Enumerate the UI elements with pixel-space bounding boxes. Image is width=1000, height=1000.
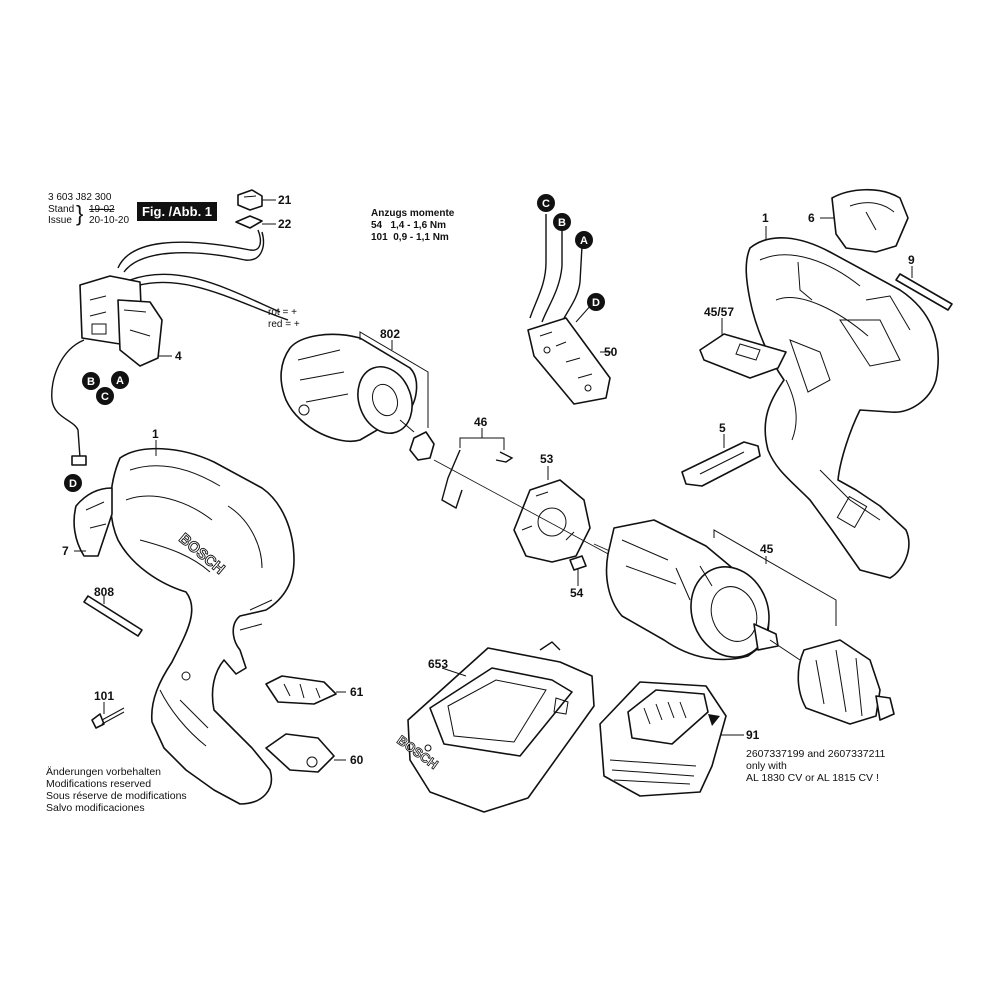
part-4-switch: [51, 275, 163, 466]
torque-row-54: 54 1,4 - 1,6 Nm: [371, 220, 447, 231]
label-6: 6: [808, 211, 815, 225]
battery-note-line2: only with: [746, 760, 787, 772]
part-1-housing-left: [109, 447, 295, 805]
label-53: 53: [540, 452, 554, 466]
torque-title: Anzugs momente: [371, 208, 455, 219]
connector-B-top: B: [553, 213, 571, 231]
torque-row-101: 101 0,9 - 1,1 Nm: [371, 232, 449, 243]
part-808-strip: [83, 595, 143, 637]
label-46: 46: [474, 415, 488, 429]
part-54-screw: [569, 555, 587, 582]
part-45-gearbox: [605, 519, 801, 661]
svg-text:C: C: [542, 198, 550, 210]
connector-B-left: B: [82, 372, 100, 390]
svg-text:A: A: [580, 235, 588, 247]
connector-A-top: A: [575, 231, 593, 249]
label-21: 21: [278, 193, 292, 207]
label-22: 22: [278, 217, 292, 231]
part-653-charger: [407, 641, 595, 813]
svg-text:D: D: [69, 478, 77, 490]
part-50-board: [527, 214, 611, 405]
chuck: [797, 639, 895, 725]
part-5-slide: [681, 441, 761, 487]
connector-D-top: D: [587, 293, 605, 311]
part-21-plug: [237, 189, 263, 211]
part-9-strip: [895, 273, 953, 311]
label-5: 5: [719, 421, 726, 435]
stand-label: Stand: [48, 204, 75, 215]
label-4: 4: [175, 349, 182, 363]
part-22-connector: [235, 215, 263, 229]
label-1-left: 1: [152, 427, 159, 441]
label-1-right: 1: [762, 211, 769, 225]
part-1-housing-right: [745, 237, 940, 579]
wire-note-red: red = +: [268, 319, 300, 330]
label-653: 653: [428, 657, 448, 671]
part-6-cap: [831, 188, 909, 253]
part-91-battery: [599, 681, 727, 797]
part-61-contact: [265, 675, 337, 705]
connector-A-left: A: [111, 371, 129, 389]
connector-C-top: C: [537, 194, 555, 212]
brace: }: [76, 201, 84, 226]
label-60: 60: [350, 753, 364, 767]
issue-label: Issue: [48, 215, 72, 226]
issue-value: 20-10-20: [89, 215, 130, 226]
part-46-clip: [441, 449, 514, 510]
label-54: 54: [570, 586, 584, 600]
label-101: 101: [94, 689, 114, 703]
battery-note-line1: 2607337199 and 2607337211: [746, 748, 886, 760]
modifications-notes: Änderungen vorbehalten Modifications res…: [46, 766, 187, 814]
part-60-contact: [265, 733, 335, 773]
figure-label: Fig. /Abb. 1: [137, 202, 217, 221]
svg-text:C: C: [101, 391, 109, 403]
label-808: 808: [94, 585, 114, 599]
label-7: 7: [62, 544, 69, 558]
note-fr: Sous réserve de modifications: [46, 790, 187, 802]
part-53-brush-plate: [513, 479, 591, 563]
battery-compatibility-note: 2607337199 and 2607337211 only with AL 1…: [746, 748, 885, 784]
note-de: Änderungen vorbehalten: [46, 766, 162, 778]
label-802: 802: [380, 327, 400, 341]
wire-note-rot: rot = +: [268, 307, 297, 318]
part-101-screw: [91, 707, 125, 729]
connector-C-left: C: [96, 387, 114, 405]
svg-text:A: A: [116, 375, 124, 387]
stand-value: 19-02: [89, 204, 115, 215]
svg-text:D: D: [592, 297, 600, 309]
svg-text:B: B: [558, 217, 566, 229]
connector-D-left: D: [64, 474, 82, 492]
label-9: 9: [908, 253, 915, 267]
part-802-motor: [280, 333, 435, 461]
label-45: 45: [760, 542, 774, 556]
note-en: Modifications reserved: [46, 778, 152, 790]
document-number: 3 603 J82 300: [48, 192, 112, 203]
label-61: 61: [350, 685, 364, 699]
battery-note-line3: AL 1830 CV or AL 1815 CV !: [746, 772, 879, 784]
label-45-57: 45/57: [704, 305, 734, 319]
label-50: 50: [604, 345, 618, 359]
note-es: Salvo modificaciones: [46, 802, 145, 814]
label-91: 91: [746, 728, 760, 742]
svg-text:B: B: [87, 376, 95, 388]
part-45-57-plate: [699, 333, 787, 379]
part-7-cap: [73, 487, 113, 557]
